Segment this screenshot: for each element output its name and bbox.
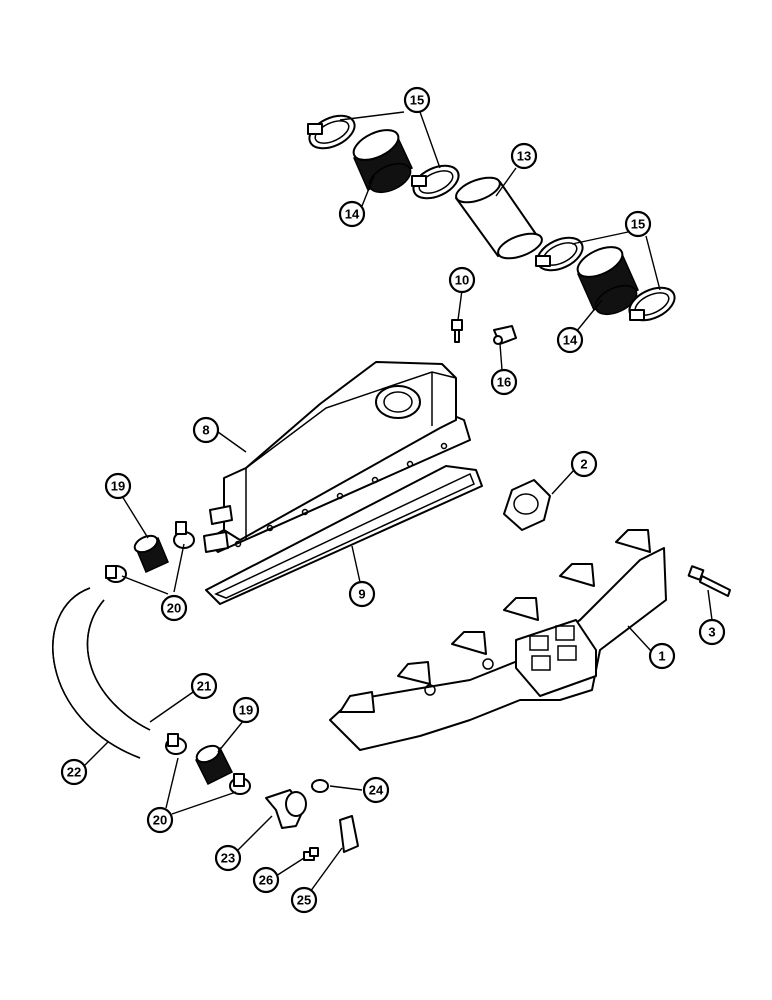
svg-text:21: 21	[197, 679, 211, 694]
exhaust-manifold-1	[329, 529, 667, 751]
leader-lines	[83, 111, 713, 893]
svg-text:9: 9	[358, 587, 365, 602]
callout-15-top: 15	[403, 86, 431, 114]
clamp-20-upper-right	[173, 521, 195, 549]
svg-text:24: 24	[369, 783, 384, 798]
callout-19-lower: 19	[232, 696, 260, 724]
svg-text:26: 26	[259, 873, 273, 888]
callout-26: 26	[252, 866, 280, 894]
o-ring-24	[311, 779, 329, 793]
svg-text:1: 1	[658, 649, 665, 664]
svg-text:19: 19	[111, 479, 125, 494]
hose-clamp-15-right-outer	[628, 286, 676, 322]
svg-text:14: 14	[345, 207, 360, 222]
callout-15-right: 15	[624, 210, 652, 238]
svg-text:19: 19	[239, 703, 253, 718]
hose-clamp-15-right-inner	[535, 236, 584, 272]
svg-text:14: 14	[563, 333, 578, 348]
svg-text:25: 25	[297, 893, 311, 908]
svg-text:10: 10	[455, 273, 469, 288]
elbow-23	[265, 789, 307, 829]
svg-text:15: 15	[410, 93, 424, 108]
hose-sleeve-14-upper	[352, 129, 413, 194]
bracket-25	[339, 815, 359, 853]
callout-23: 23	[214, 844, 242, 872]
hose-19-lower	[194, 744, 234, 786]
callout-13: 13	[510, 142, 538, 170]
bolt-3	[687, 565, 731, 597]
svg-text:8: 8	[202, 423, 209, 438]
aftercooler-housing-8	[203, 361, 471, 553]
callout-8: 8	[192, 416, 220, 444]
clamp-20-lower-left	[165, 733, 187, 755]
hose-clamp-15-upper-left	[307, 114, 356, 150]
svg-text:23: 23	[221, 851, 235, 866]
svg-text:20: 20	[153, 813, 167, 828]
bolt-10	[451, 319, 463, 343]
hose-21	[86, 599, 151, 731]
hose-19-upper	[133, 534, 169, 574]
callout-14-upper: 14	[338, 200, 366, 228]
callout-20-upper: 20	[160, 594, 188, 622]
svg-text:22: 22	[67, 765, 81, 780]
svg-text:15: 15	[631, 217, 645, 232]
callout-16: 16	[490, 368, 518, 396]
gasket-2	[503, 479, 551, 531]
svg-text:13: 13	[517, 149, 531, 164]
flange-bolt-holes	[234, 442, 448, 548]
callout-2: 2	[570, 450, 598, 478]
callout-20-lower: 20	[146, 806, 174, 834]
svg-text:16: 16	[497, 375, 511, 390]
callout-14-lower: 14	[556, 326, 584, 354]
callout-24: 24	[362, 776, 390, 804]
plug-26	[303, 847, 319, 861]
callout-3: 3	[698, 618, 726, 646]
svg-text:2: 2	[580, 457, 587, 472]
callout-10: 10	[448, 266, 476, 294]
svg-text:3: 3	[708, 625, 715, 640]
clamp-20-lower-right	[229, 773, 251, 795]
hose-sleeve-14-lower	[576, 246, 639, 316]
callout-1: 1	[648, 642, 676, 670]
svg-text:20: 20	[167, 601, 181, 616]
callout-25: 25	[290, 886, 318, 914]
fitting-16	[493, 325, 517, 345]
clamp-20-upper-left	[105, 565, 127, 583]
connector-pipe-13	[455, 176, 543, 260]
callout-22: 22	[60, 758, 88, 786]
callout-19-upper: 19	[104, 472, 132, 500]
hose-clamp-15-upper-middle	[411, 164, 460, 200]
hose-22	[52, 587, 141, 759]
callout-21: 21	[190, 672, 218, 700]
gasket-9	[205, 465, 483, 605]
callout-9: 9	[348, 580, 376, 608]
